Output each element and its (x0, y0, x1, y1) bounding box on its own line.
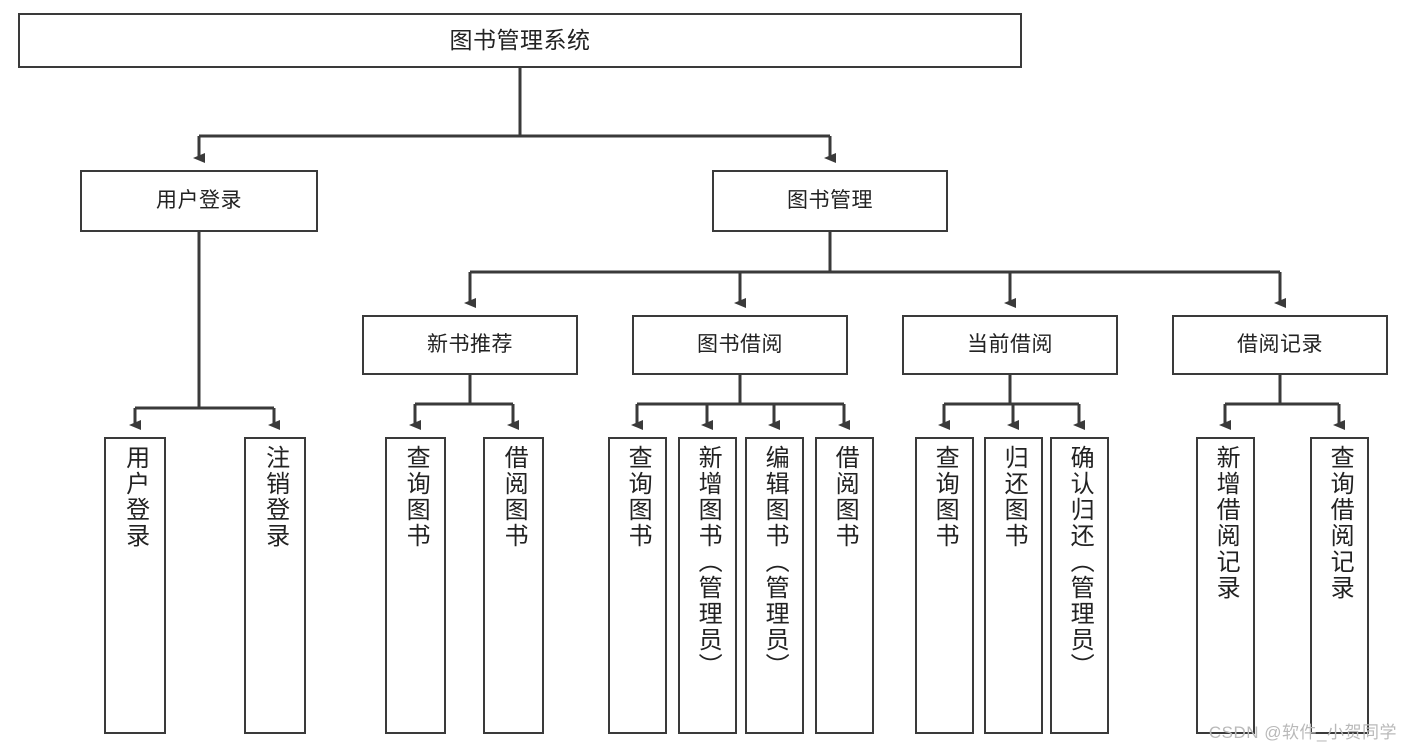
leaf-query-record[interactable]: 查询借阅记录 (1310, 437, 1369, 734)
leaf-query-record-label: 查询借阅记录 (1326, 445, 1354, 601)
leaf-user-login-label: 用户登录 (121, 445, 149, 549)
leaf-add-book-label: 新增图书（管理员） (694, 445, 722, 679)
leaf-logout-login[interactable]: 注销登录 (244, 437, 306, 734)
leaf-return-book[interactable]: 归还图书 (984, 437, 1043, 734)
node-book-borrow-label: 图书借阅 (697, 332, 783, 356)
leaf-confirm-return[interactable]: 确认归还（管理员） (1050, 437, 1109, 734)
leaf-query-book-3-label: 查询图书 (931, 445, 959, 549)
leaf-edit-book[interactable]: 编辑图书（管理员） (745, 437, 804, 734)
leaf-query-book-1-label: 查询图书 (402, 445, 430, 549)
leaf-borrow-book-2[interactable]: 借阅图书 (815, 437, 874, 734)
leaf-query-book-2-label: 查询图书 (624, 445, 652, 549)
node-borrow-record[interactable]: 借阅记录 (1172, 315, 1388, 375)
node-root[interactable]: 图书管理系统 (18, 13, 1022, 68)
leaf-query-book-3[interactable]: 查询图书 (915, 437, 974, 734)
leaf-add-book[interactable]: 新增图书（管理员） (678, 437, 737, 734)
node-user-login-label: 用户登录 (156, 188, 242, 212)
watermark: CSDN @软件_小贺同学 (1208, 723, 1397, 742)
leaf-borrow-book-2-label: 借阅图书 (831, 445, 859, 549)
leaf-borrow-book-1[interactable]: 借阅图书 (483, 437, 544, 734)
node-book-borrow[interactable]: 图书借阅 (632, 315, 848, 375)
leaf-query-book-1[interactable]: 查询图书 (385, 437, 446, 734)
node-book-manage[interactable]: 图书管理 (712, 170, 948, 232)
node-user-login[interactable]: 用户登录 (80, 170, 318, 232)
leaf-query-book-2[interactable]: 查询图书 (608, 437, 667, 734)
leaf-confirm-return-label: 确认归还（管理员） (1066, 445, 1094, 679)
leaf-add-record-label: 新增借阅记录 (1212, 445, 1240, 601)
leaf-return-book-label: 归还图书 (1000, 445, 1028, 549)
node-new-book-recommend-label: 新书推荐 (427, 332, 513, 356)
node-borrow-record-label: 借阅记录 (1237, 332, 1323, 356)
node-current-borrow[interactable]: 当前借阅 (902, 315, 1118, 375)
leaf-user-login[interactable]: 用户登录 (104, 437, 166, 734)
leaf-add-record[interactable]: 新增借阅记录 (1196, 437, 1255, 734)
node-root-label: 图书管理系统 (449, 26, 591, 53)
leaf-logout-login-label: 注销登录 (261, 445, 289, 549)
node-new-book-recommend[interactable]: 新书推荐 (362, 315, 578, 375)
leaf-edit-book-label: 编辑图书（管理员） (761, 445, 789, 679)
node-book-manage-label: 图书管理 (787, 188, 873, 212)
node-current-borrow-label: 当前借阅 (967, 332, 1053, 356)
leaf-borrow-book-1-label: 借阅图书 (500, 445, 528, 549)
